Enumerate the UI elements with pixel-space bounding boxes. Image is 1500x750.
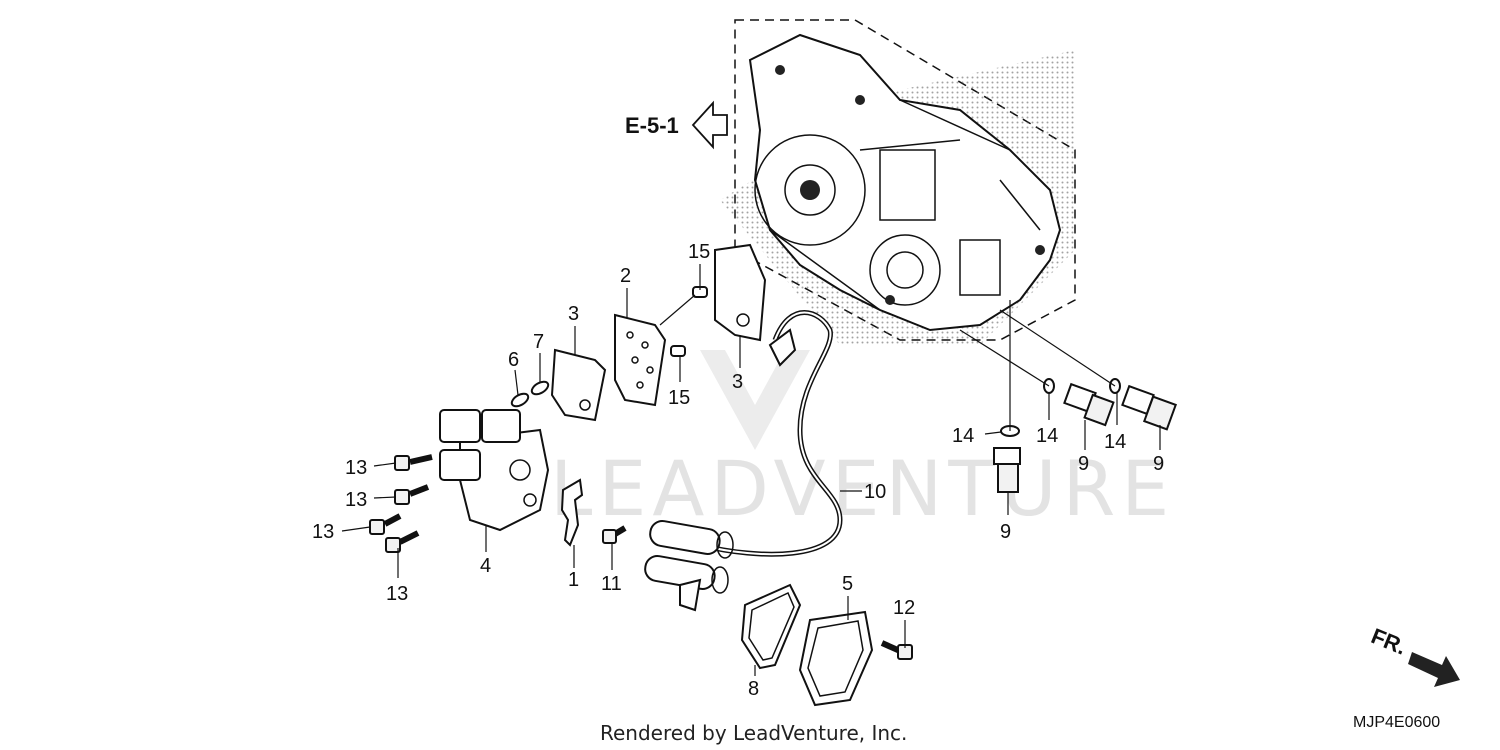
reference-label: E-5-1: [625, 113, 679, 138]
callout-9: 9: [1078, 453, 1089, 475]
part-6-o-ring: [510, 392, 530, 408]
bolt-13-b: [394, 484, 430, 505]
part-11-bolt: [602, 525, 627, 544]
part-1-bracket: [560, 478, 584, 547]
left-arrow-icon: [691, 100, 728, 150]
callout-14: 14: [1036, 425, 1058, 447]
callout-3: 3: [568, 303, 579, 325]
callout-4: 4: [480, 555, 491, 577]
engine-case-assembly: [720, 19, 1076, 345]
part-2-plate: [614, 313, 667, 407]
callout-14: 14: [952, 425, 974, 447]
callout-14: 14: [1104, 431, 1126, 453]
callout-13: 13: [345, 457, 367, 479]
callout-5: 5: [842, 573, 853, 595]
callout-3: 3: [732, 371, 743, 393]
part-4-cover: [439, 409, 550, 532]
callout-13: 13: [386, 583, 408, 605]
callout-8: 8: [748, 678, 759, 700]
callout-6: 6: [508, 349, 519, 371]
part-9-sensor-center: [993, 447, 1021, 493]
part-3-gasket-left: [550, 348, 607, 422]
front-arrow-icon: [1408, 652, 1460, 687]
part-10-wire-harness: [644, 310, 843, 612]
bolt-13-a: [394, 454, 433, 471]
callouts: 15 2 3 7 6 3 15 13 13 13 13 4 1 11 10 5 …: [312, 241, 1164, 700]
part-8-gasket: [740, 583, 802, 670]
callout-15: 15: [668, 387, 690, 409]
leader-lines: [341, 264, 1161, 676]
callout-1: 1: [568, 569, 579, 591]
callout-9: 9: [1153, 453, 1164, 475]
watermark: LEADVENTURE: [550, 350, 1175, 533]
part-13-bolts: [369, 454, 433, 553]
part-5-cover: [798, 610, 874, 707]
part-12-bolt: [880, 640, 913, 660]
callout-11: 11: [601, 573, 622, 595]
reference-e-5-1[interactable]: E-5-1: [625, 100, 728, 150]
callout-13: 13: [312, 521, 334, 543]
callout-2: 2: [620, 265, 631, 287]
bolt-13-c: [369, 513, 402, 535]
front-direction-indicator: FR.: [1368, 623, 1460, 687]
callout-15: 15: [688, 241, 710, 263]
diagram-code: MJP4E0600: [1353, 714, 1440, 731]
callout-12: 12: [893, 597, 915, 619]
callout-13: 13: [345, 489, 367, 511]
part-7-o-ring: [530, 380, 550, 396]
callout-7: 7: [533, 331, 544, 353]
part-9-sensor-right: [1121, 384, 1178, 431]
part-15-dowel-bottom: [670, 345, 686, 357]
part-9-sensor-mid: [1063, 382, 1115, 427]
part-3-gasket-right: [714, 243, 767, 342]
callout-9: 9: [1000, 521, 1011, 543]
front-label: FR.: [1368, 623, 1410, 659]
watermark-text: LEADVENTURE: [550, 444, 1175, 533]
callout-10: 10: [864, 481, 886, 503]
bolt-13-d: [385, 530, 420, 553]
footer-credit: Rendered by LeadVenture, Inc.: [600, 721, 907, 745]
